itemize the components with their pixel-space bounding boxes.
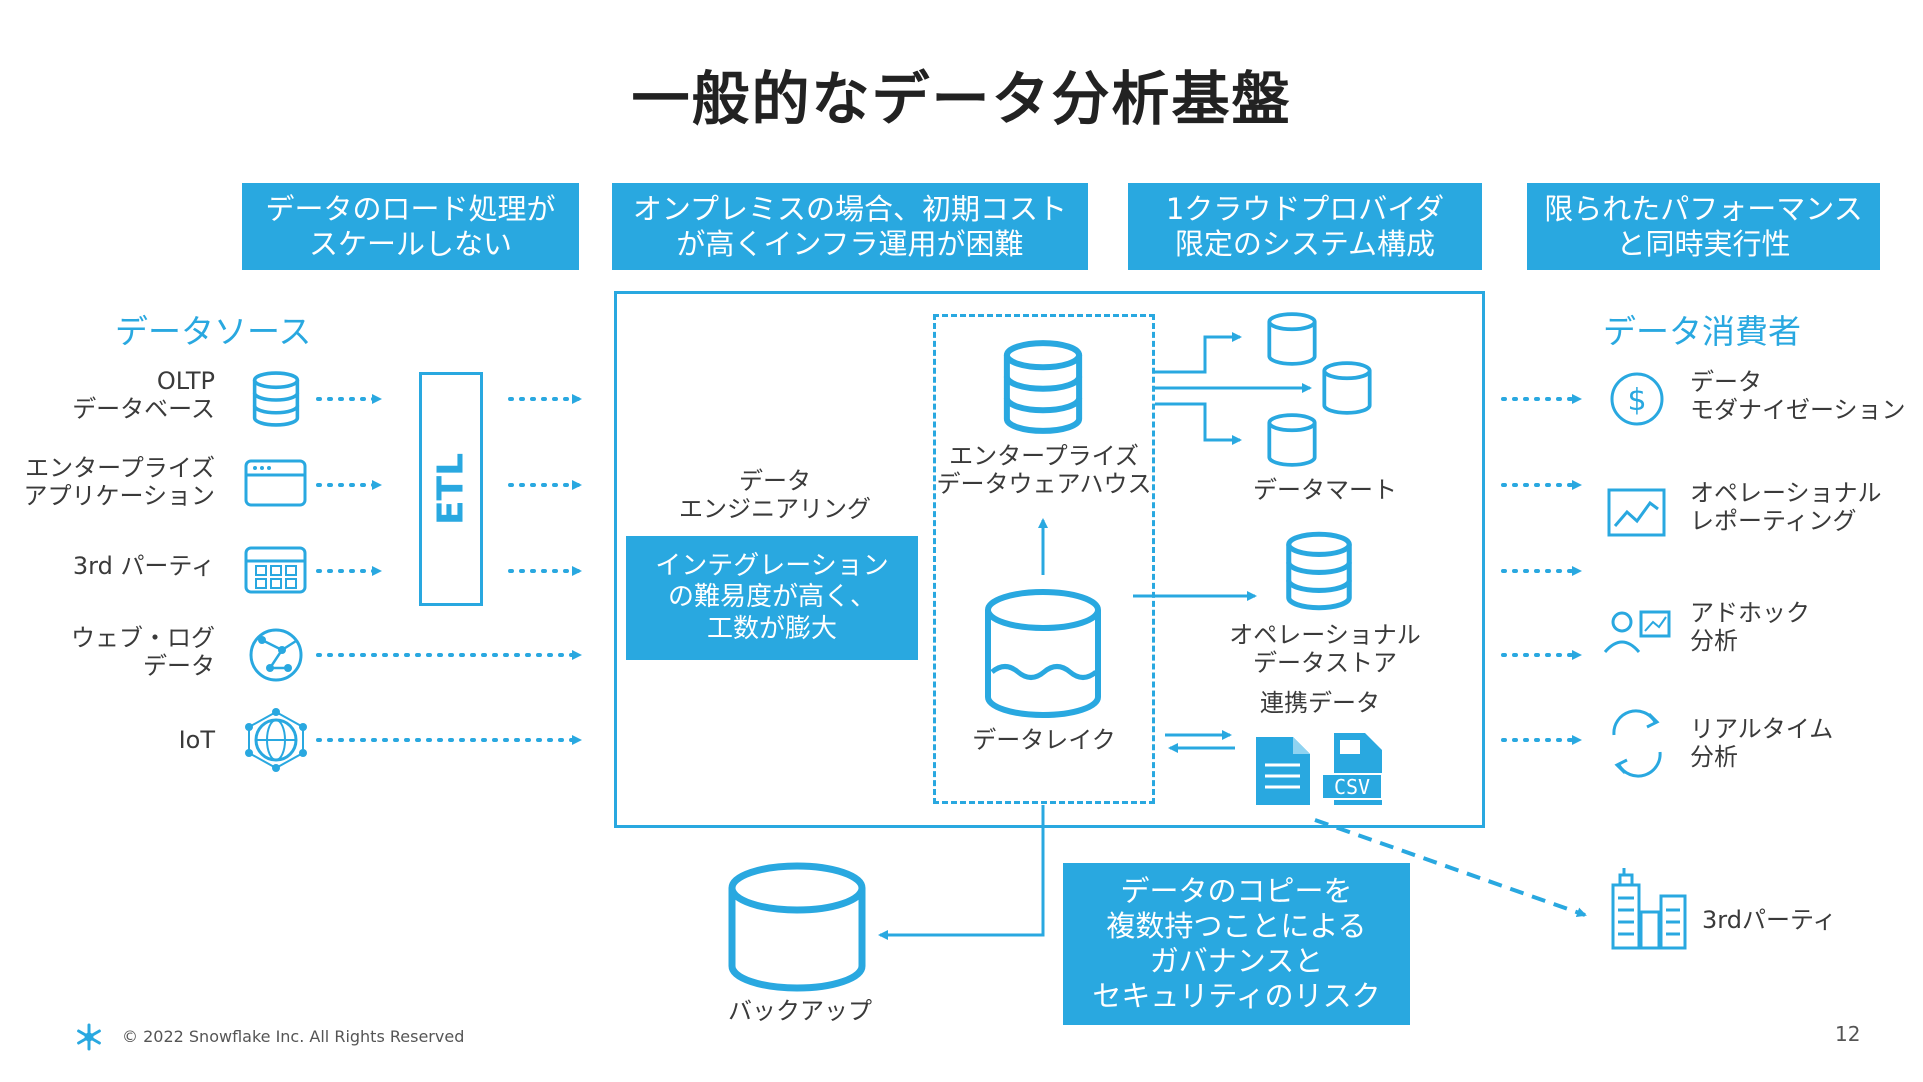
database-icon xyxy=(252,371,300,427)
etl-box: ETL xyxy=(419,372,483,606)
platform-frame xyxy=(614,291,1485,828)
refresh-icon xyxy=(1612,709,1662,778)
iot-globe-icon xyxy=(245,708,307,772)
consumer-label-realtime: リアルタイム 分析 xyxy=(1690,715,1834,771)
issue-box-performance: 限られたパフォーマンス と同時実行性 xyxy=(1527,183,1880,270)
app-window-icon xyxy=(244,459,307,507)
csv-text: CSV xyxy=(1334,775,1370,799)
lake-linked-arrows xyxy=(1165,730,1235,753)
source-flow-arrows xyxy=(316,394,582,745)
snowflake-logo-icon xyxy=(77,1023,101,1051)
source-label-oltp: OLTP データベース xyxy=(72,367,215,423)
dollar-icon: $ xyxy=(1610,372,1664,426)
csv-file-icon: CSV xyxy=(1321,733,1383,805)
linked-data-label: 連携データ xyxy=(1260,689,1380,717)
source-label-web-log: ウェブ・ログ データ xyxy=(71,624,215,680)
integration-problem-box: インテグレーション の難易度が高く、 工数が膨大 xyxy=(626,536,918,660)
issue-box-onprem-cost: オンプレミスの場合、初期コスト が高くインフラ運用が困難 xyxy=(612,183,1088,270)
consumer-flow-arrows xyxy=(1501,394,1582,745)
line-chart-icon xyxy=(1607,488,1666,537)
ods-label: オペレーショナル データストア xyxy=(1229,621,1421,677)
copyright-text: © 2022 Snowflake Inc. All Rights Reserve… xyxy=(122,1027,465,1046)
warehouse-label: エンタープライズ データウェアハウス xyxy=(936,442,1152,498)
people-chart-icon xyxy=(1603,610,1671,654)
buildings-icon xyxy=(1611,868,1687,950)
source-label-iot: IoT xyxy=(178,726,215,754)
issue-box-load-scaling: データのロード処理が スケールしない xyxy=(242,183,579,270)
backup-database-icon xyxy=(728,862,866,992)
issue-box-single-cloud: 1クラウドプロバイダ 限定のシステム構成 xyxy=(1128,183,1482,270)
warehouse-database-icon xyxy=(1007,343,1079,431)
lake-to-backup-arrow xyxy=(878,805,1045,940)
consumer-label-modernization: データ モダナイゼーション xyxy=(1690,368,1906,424)
data-lake-icon xyxy=(985,589,1101,718)
data-engineering-label: データ エンジニアリング xyxy=(679,467,871,523)
backup-label: バックアップ xyxy=(728,997,872,1025)
document-icon xyxy=(1256,737,1310,805)
page-title: 一般的なデータ分析基盤 xyxy=(631,65,1292,133)
ods-database-icon xyxy=(1289,534,1349,607)
sources-heading: データソース xyxy=(115,312,312,351)
page-number: 12 xyxy=(1835,1022,1861,1046)
core-dashed-frame xyxy=(933,314,1155,804)
source-label-enterprise-apps: エンタープライズ アプリケーション xyxy=(23,454,215,510)
data-mart-label: データマート xyxy=(1253,476,1397,504)
linked-to-3rd-party-arrow xyxy=(1314,818,1587,918)
source-label-3rd-party: 3rd パーティ xyxy=(72,552,215,580)
svg-text:$: $ xyxy=(1627,383,1646,418)
data-lake-label: データレイク xyxy=(972,726,1116,754)
consumer-label-reporting: オペレーショナル レポーティング xyxy=(1690,479,1882,535)
network-globe-icon xyxy=(249,628,303,682)
consumer-label-adhoc: アドホック 分析 xyxy=(1690,599,1810,655)
grid-window-icon xyxy=(244,546,307,594)
consumers-heading: データ消費者 xyxy=(1603,312,1801,351)
consumer-label-3rd-party: 3rdパーティ xyxy=(1702,906,1837,934)
governance-risk-box: データのコピーを 複数持つことによる ガバナンスと セキュリティのリスク xyxy=(1063,863,1410,1025)
warehouse-to-mart-arrows xyxy=(1155,332,1312,445)
